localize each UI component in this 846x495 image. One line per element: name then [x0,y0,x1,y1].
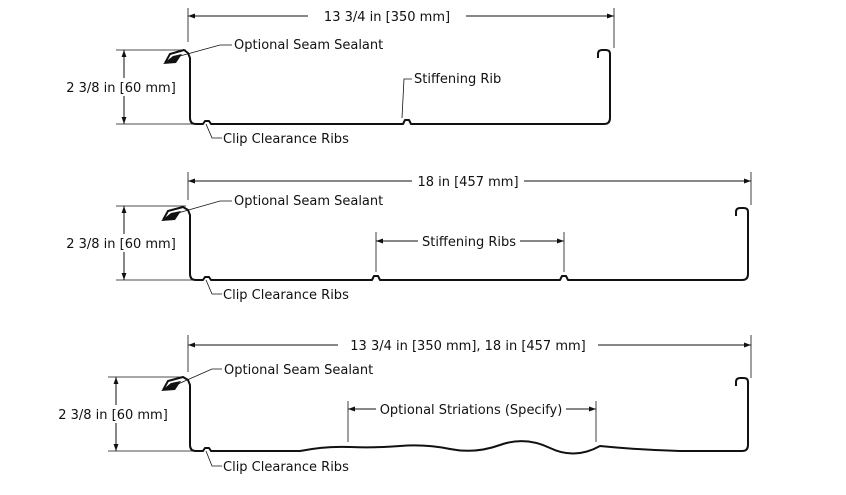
panel-1-seam-label: Optional Seam Sealant [234,38,383,53]
panel-2-clip-leader [205,279,222,295]
panel-3-clip-label: Clip Clearance Ribs [223,460,349,475]
panel-3-seam-label: Optional Seam Sealant [224,363,373,378]
panel-1-seam-leader [179,44,232,57]
panel-2-seam-sealant-bead [161,211,181,221]
panel-1-rib-leader [401,78,412,119]
panel-3-striations-label: Optional Striations (Specify) [380,403,563,418]
panel-2-seam-label: Optional Seam Sealant [234,194,383,209]
panel-3-seam-leader [177,368,222,385]
panel-1-width-label: 13 3/4 in [350 mm] [324,10,450,25]
panel-2: 18 in [457 mm] 2 3/8 in [60 mm] Optional… [60,172,752,303]
panel-3-width-label: 13 3/4 in [350 mm], 18 in [457 mm] [350,339,585,354]
panel-1-clip-label: Clip Clearance Ribs [223,132,349,147]
panel-3-seam-sealant-bead [161,381,181,391]
panel-2-ribs-label: Stiffening Ribs [422,235,516,250]
panel-2-clip-label: Clip Clearance Ribs [223,288,349,303]
panel-1-seam-sealant-bead [163,54,182,64]
panel-1-height-label: 2 3/8 in [60 mm] [66,81,176,96]
panel-1-clip-leader [205,123,222,139]
panel-1-profile [164,49,611,125]
panel-1-rib-label: Stiffening Rib [414,72,501,87]
panel-3-height-label: 2 3/8 in [60 mm] [58,408,168,423]
panel-3-profile [162,376,749,455]
panel-1: 13 3/4 in [350 mm] 2 3/8 in [60 mm] Opti… [60,7,615,147]
panel-2-seam-leader [177,200,232,214]
panel-2-profile [162,206,749,281]
panel-3: 13 3/4 in [350 mm], 18 in [457 mm] 2 3/8… [52,335,752,475]
panel-2-height-label: 2 3/8 in [60 mm] [66,237,176,252]
panel-3-clip-leader [205,450,222,467]
panel-2-width-label: 18 in [457 mm] [417,175,518,190]
